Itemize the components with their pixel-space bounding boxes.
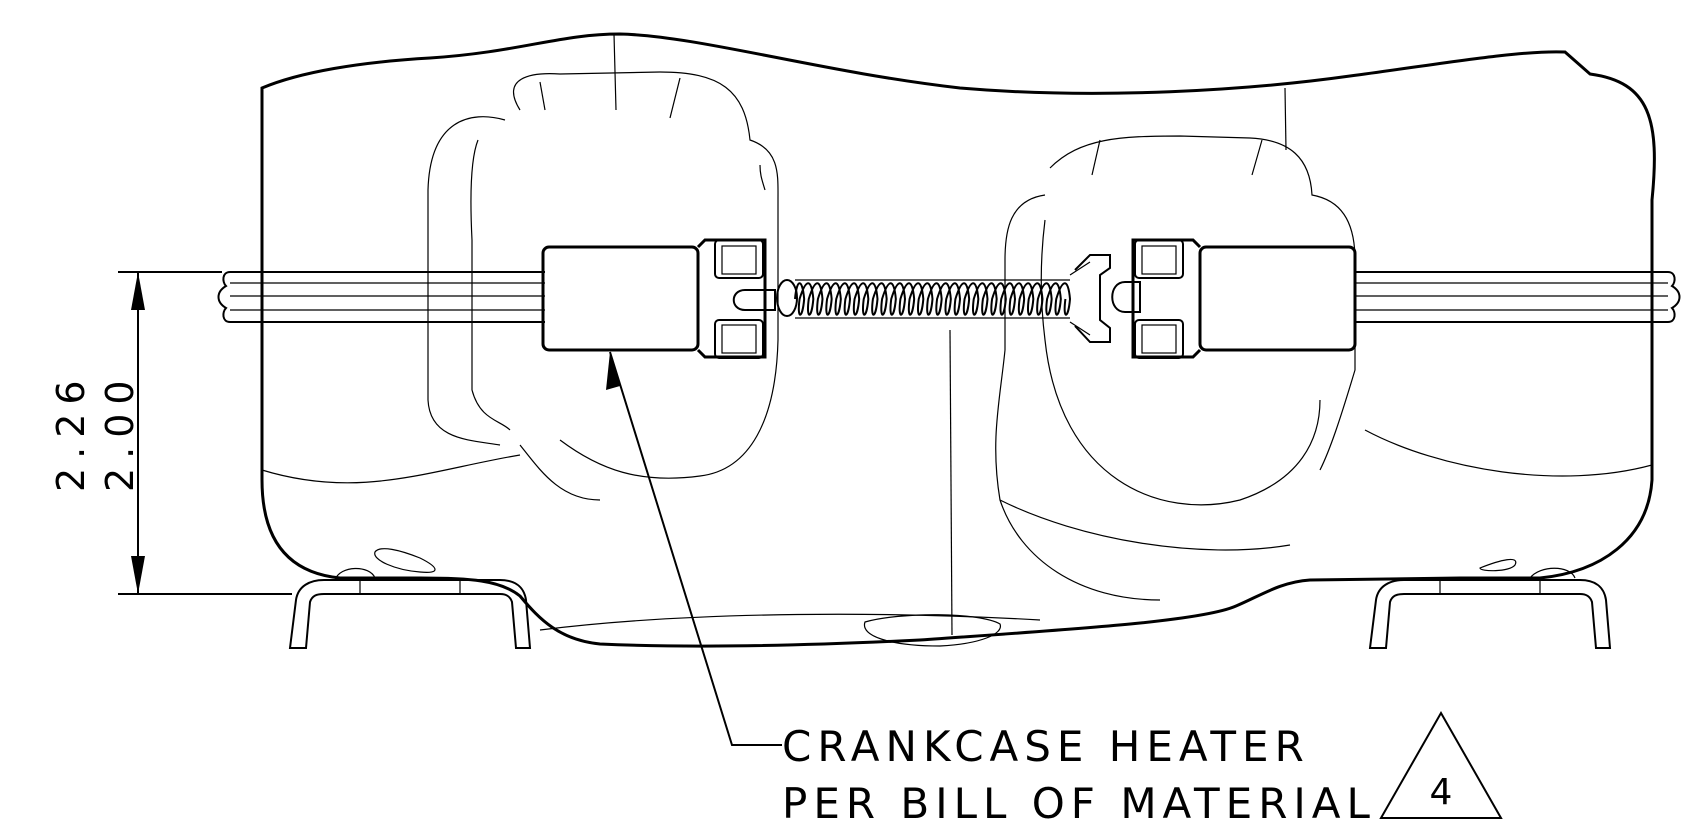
callout-line-1: CRANKCASE HEATER <box>782 722 1310 771</box>
dimension-inner-value: 2.00 <box>98 371 142 492</box>
note-flag-triangle <box>1379 710 1503 819</box>
heater-band <box>217 271 1681 323</box>
callout-group: CRANKCASE HEATER PER BILL OF MATERIAL 4 <box>606 351 1503 826</box>
dimension-outer-value: 2.26 <box>49 371 93 492</box>
right-heater-clamp <box>1069 238 1357 359</box>
dimension-group: 2.26 2.00 <box>49 271 292 595</box>
left-terminal-boss <box>427 71 779 501</box>
mounting-foot-right <box>1368 567 1612 649</box>
arrowhead-up <box>131 272 145 310</box>
left-heater-clamp <box>541 238 798 359</box>
leader-arrowhead <box>606 352 620 390</box>
leader-line <box>609 351 782 746</box>
heater-spring <box>794 279 1072 319</box>
arrowhead-down <box>131 556 145 594</box>
callout-line-2: PER BILL OF MATERIAL <box>782 779 1376 826</box>
right-terminal-boss <box>995 135 1356 601</box>
note-flag-number: 4 <box>1430 772 1453 813</box>
compressor-body <box>260 32 1656 648</box>
mounting-foot-left <box>288 567 532 649</box>
bottom-details <box>374 548 1517 647</box>
